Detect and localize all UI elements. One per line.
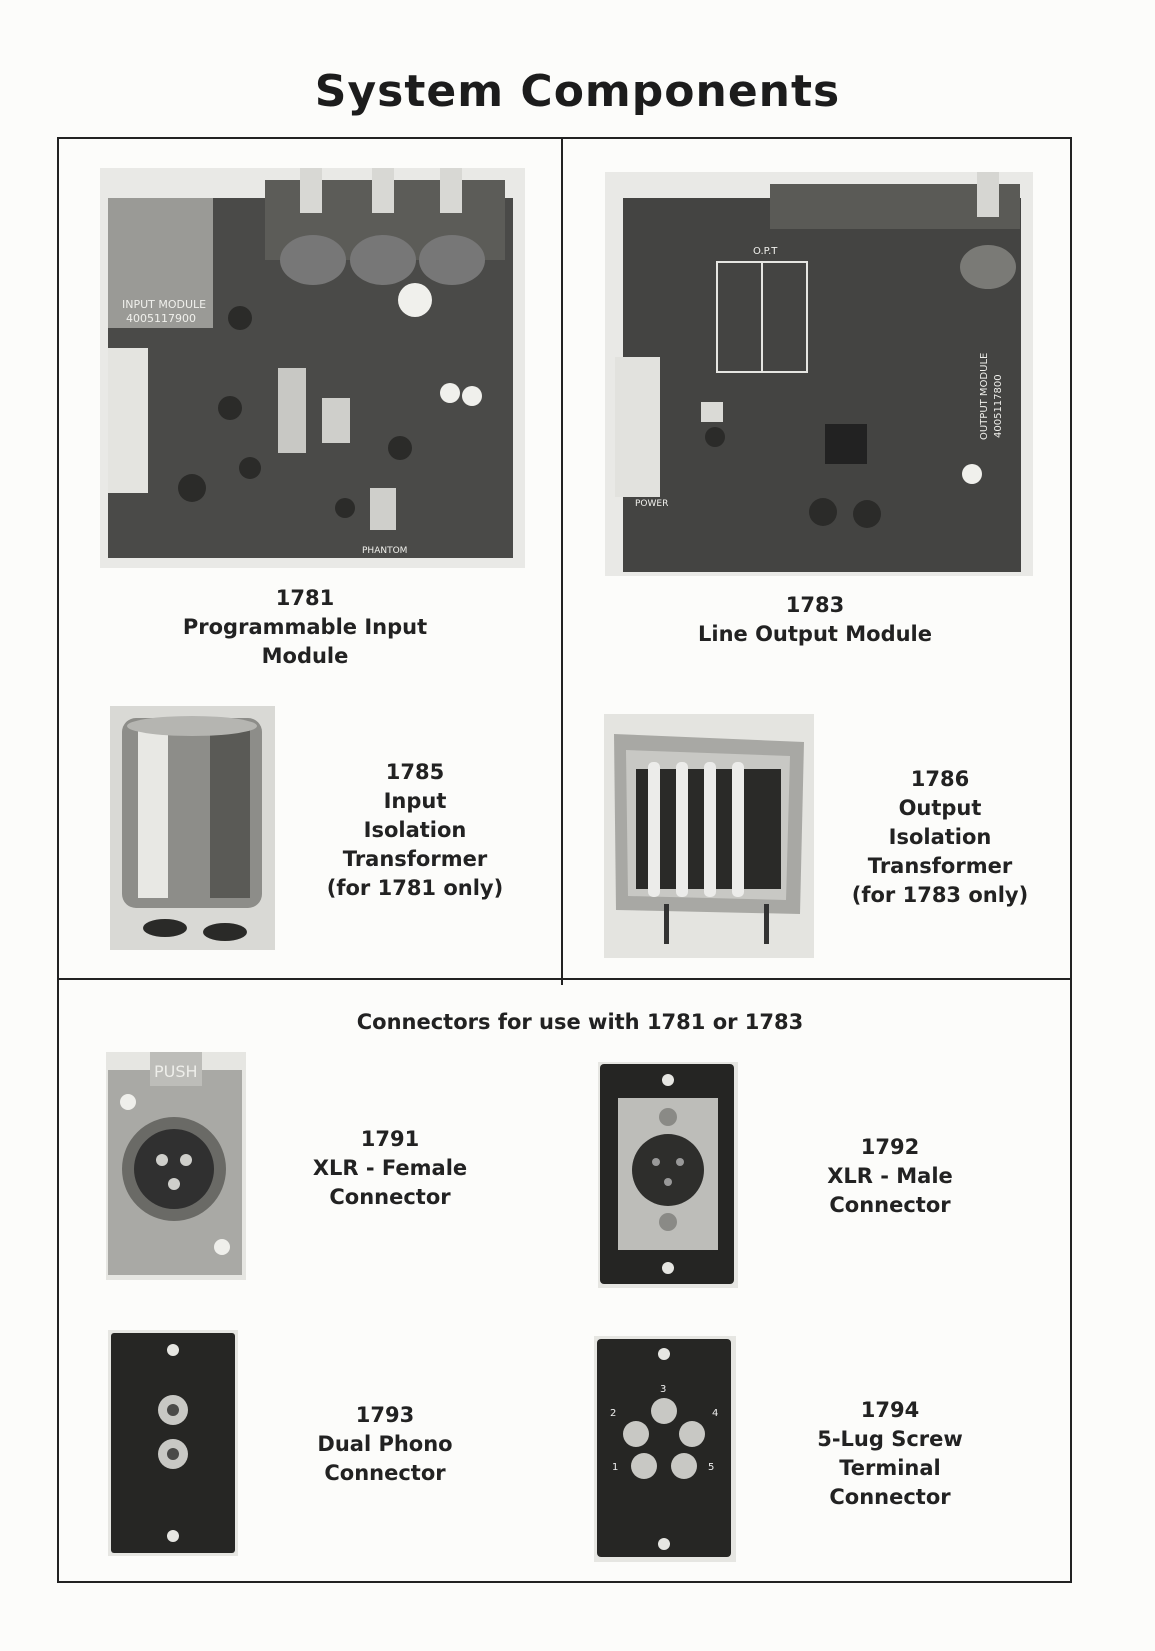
item-line: 5-Lug Screw <box>817 1427 963 1451</box>
item-number: 1781 <box>275 586 335 610</box>
output-transformer-photo <box>604 714 814 958</box>
power-label: POWER <box>635 499 668 509</box>
item-line: (for 1783 only) <box>851 883 1029 907</box>
item-number: 1783 <box>785 593 845 617</box>
item-line: Dual Phono <box>317 1432 453 1456</box>
caption-1793: 1793 Dual Phono Connector <box>300 1401 470 1488</box>
caption-1794: 1794 5-Lug Screw Terminal Connector <box>800 1396 980 1512</box>
output-module-label: OUTPUT MODULE <box>979 353 990 440</box>
components-frame <box>57 137 1072 1583</box>
input-module-photo: INPUT MODULE 4005117900 PHANTOM <box>100 168 525 568</box>
opt-label: O.P.T <box>753 246 778 257</box>
caption-1791: 1791 XLR - Female Connector <box>300 1125 480 1212</box>
item-line: Transformer <box>867 854 1013 878</box>
item-line: Input <box>383 789 447 813</box>
push-label: PUSH <box>154 1062 198 1081</box>
item-number: 1794 <box>860 1398 920 1422</box>
phantom-label: PHANTOM <box>362 546 407 556</box>
caption-1786: 1786 Output Isolation Transformer (for 1… <box>845 765 1035 910</box>
item-line: Transformer <box>342 847 488 871</box>
section-divider <box>57 978 1072 980</box>
input-transformer-photo <box>110 706 275 950</box>
dual-phono-photo <box>108 1330 238 1556</box>
item-number: 1793 <box>355 1403 415 1427</box>
item-number: 1786 <box>910 767 970 791</box>
lug-number-3: 3 <box>660 1384 666 1395</box>
item-number: 1792 <box>860 1135 920 1159</box>
item-line: Output <box>898 796 982 820</box>
item-line: Connector <box>329 1185 451 1209</box>
item-line: (for 1781 only) <box>326 876 504 900</box>
item-line: Connector <box>829 1193 951 1217</box>
caption-1785: 1785 Input Isolation Transformer (for 17… <box>320 758 510 903</box>
lug-number-4: 4 <box>712 1408 718 1419</box>
caption-1792: 1792 XLR - Male Connector <box>800 1133 980 1220</box>
input-module-label: INPUT MODULE <box>122 298 206 311</box>
xlr-male-photo <box>598 1062 738 1288</box>
connectors-heading: Connectors for use with 1781 or 1783 <box>356 1010 804 1034</box>
item-number: 1791 <box>360 1127 420 1151</box>
item-line: Connector <box>829 1485 951 1509</box>
xlr-female-photo: PUSH <box>106 1052 246 1280</box>
item-line: Isolation <box>363 818 467 842</box>
item-line: XLR - Male <box>827 1164 953 1188</box>
page-title: System Components <box>314 66 841 117</box>
caption-1783: 1783 Line Output Module <box>650 591 980 649</box>
lug-number-1: 1 <box>612 1462 618 1473</box>
item-line: Isolation <box>888 825 992 849</box>
column-divider <box>561 137 563 985</box>
caption-1781: 1781 Programmable Input Module <box>140 584 470 671</box>
item-name: Line Output Module <box>697 622 932 646</box>
lug-number-2: 2 <box>610 1408 616 1419</box>
output-module-photo: O.P.T POWER OUTPUT MODULE 4005117800 <box>605 172 1033 576</box>
five-lug-terminal-photo: 3 2 4 1 5 <box>594 1336 736 1562</box>
lug-number-5: 5 <box>708 1462 714 1473</box>
item-name: Programmable Input Module <box>182 615 428 668</box>
output-module-code: 4005117800 <box>993 374 1004 438</box>
input-module-code: 4005117900 <box>126 312 196 325</box>
item-line: Connector <box>324 1461 446 1485</box>
item-number: 1785 <box>385 760 445 784</box>
item-line: XLR - Female <box>312 1156 468 1180</box>
item-line: Terminal <box>839 1456 941 1480</box>
